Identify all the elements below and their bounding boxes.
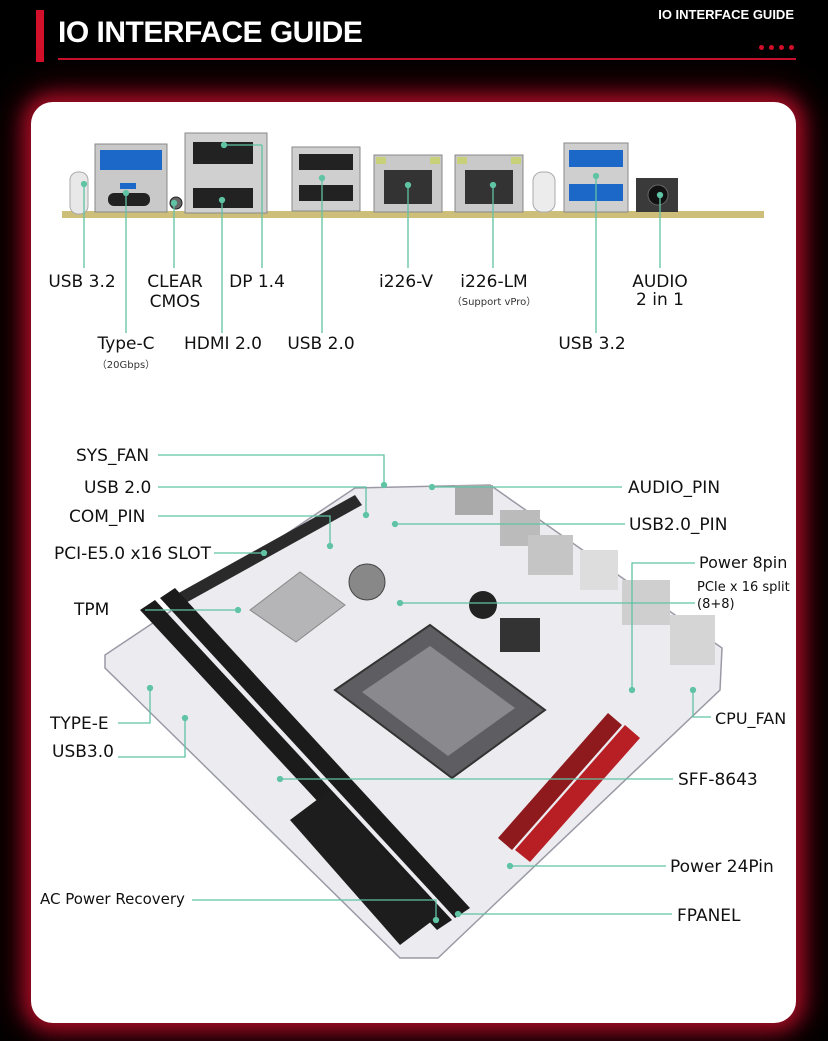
label-pcie-split: PCIe x 16 split xyxy=(697,580,790,595)
label-usb30: USB3.0 xyxy=(52,742,114,762)
label-pcie-slot: PCI-E5.0 x16 SLOT xyxy=(54,544,211,564)
label-com-pin: COM_PIN xyxy=(69,507,146,527)
label-usb20-header: USB 2.0 xyxy=(84,478,152,498)
header-accent-bar xyxy=(36,10,44,62)
label-i226v: i226-V xyxy=(379,272,433,292)
label-type-e: TYPE-E xyxy=(50,714,109,734)
label-power-8pin: Power 8pin xyxy=(699,553,788,572)
label-tpm: TPM xyxy=(74,600,110,620)
label-sff: SFF-8643 xyxy=(678,770,758,790)
label-sys-fan: SYS_FAN xyxy=(76,446,150,466)
label-dp: DP 1.4 xyxy=(229,272,285,292)
label-typec-sub: （20Gbps） xyxy=(96,360,156,371)
label-clear-cmos: CLEAR CMOS xyxy=(147,272,203,312)
label-i226lm: i226-LM xyxy=(460,272,528,292)
label-usb20-io: USB 2.0 xyxy=(287,334,355,354)
board-leader-lines xyxy=(118,454,711,924)
header-divider xyxy=(58,58,796,60)
label-power-24pin: Power 24Pin xyxy=(670,857,774,877)
label-i226lm-sub: （Support vPro） xyxy=(451,297,537,308)
label-usb20-pin: USB2.0_PIN xyxy=(629,515,728,535)
label-ac-power: AC Power Recovery xyxy=(40,890,185,908)
io-panel-image xyxy=(62,132,764,218)
label-fpanel: FPANEL xyxy=(677,906,741,926)
label-typec: Type-C xyxy=(97,334,155,354)
label-usb32-left: USB 3.2 xyxy=(48,272,116,292)
header-dots xyxy=(759,45,794,50)
label-usb32-right: USB 3.2 xyxy=(558,334,626,354)
page-title: IO INTERFACE GUIDE xyxy=(58,16,363,49)
label-audio: AUDIO 2 in 1 xyxy=(632,272,688,310)
label-audio-pin: AUDIO_PIN xyxy=(628,478,721,498)
io-leader-lines xyxy=(80,141,664,333)
label-pcie-split-sub: (8+8) xyxy=(697,597,735,612)
label-cpu-fan: CPU_FAN xyxy=(715,709,787,728)
label-hdmi: HDMI 2.0 xyxy=(184,334,262,354)
header-tag: IO INTERFACE GUIDE xyxy=(658,7,794,22)
